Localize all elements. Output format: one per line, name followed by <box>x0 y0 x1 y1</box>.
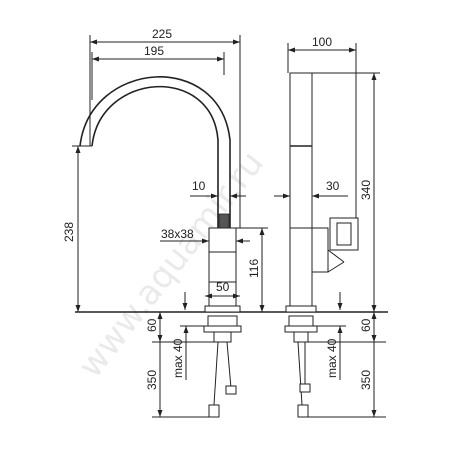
base-flange <box>204 305 241 313</box>
dim-60-left-label: 60 <box>145 318 159 332</box>
hose-fitting-short <box>225 385 237 395</box>
dim-116-label: 116 <box>247 259 261 278</box>
dim-225-label: 225 <box>152 27 172 41</box>
dim-195-label: 195 <box>144 44 164 58</box>
dim-340: 340 <box>312 72 380 312</box>
side-hose-fitting-short <box>299 383 311 393</box>
hose-left <box>213 341 219 406</box>
side-view <box>284 72 359 418</box>
dim-10-label: 10 <box>192 179 206 193</box>
dim-60-right-label: 60 <box>359 318 373 332</box>
dim-116: 116 <box>236 227 268 312</box>
dim-238-label: 238 <box>62 222 76 242</box>
dim-100-label: 100 <box>312 35 332 49</box>
shank-nut <box>207 315 238 327</box>
lever-link-2 <box>327 261 345 273</box>
side-base <box>285 305 317 313</box>
dim-38x38: 38x38 <box>160 227 250 244</box>
side-shank-lower <box>293 331 309 343</box>
dim-30-label: 30 <box>326 179 340 193</box>
lever-handle <box>311 227 329 273</box>
dim-38x38-label: 38x38 <box>161 227 194 241</box>
aerator-nozzle <box>218 213 230 229</box>
side-column <box>289 72 313 309</box>
dim-350-left-label: 350 <box>145 370 159 390</box>
dim-50-label: 50 <box>216 280 230 294</box>
shank-lower <box>213 331 232 343</box>
dim-238: 238 <box>62 145 90 312</box>
front-view <box>79 76 242 418</box>
dim-50: 50 <box>205 280 240 299</box>
hose-right <box>226 341 232 389</box>
side-hose-a <box>297 341 303 406</box>
side-shank-washer <box>284 325 318 333</box>
spout-inner <box>91 85 219 228</box>
dim-under-right: 60 max 40 350 <box>308 311 386 418</box>
side-shank-nut <box>288 315 314 327</box>
dim-30: 30 <box>274 179 348 199</box>
spout-outer <box>79 76 231 228</box>
dim-max40-left-label: max 40 <box>171 338 185 378</box>
lever-knob-inner <box>336 222 352 246</box>
lever-link <box>327 249 345 263</box>
dim-10: 10 <box>190 179 246 199</box>
dim-340-label: 340 <box>359 180 373 200</box>
dim-max40-right-label: max 40 <box>325 338 339 378</box>
dim-350-right-label: 350 <box>359 370 373 390</box>
dim-under-left: 60 max 40 350 <box>145 311 214 418</box>
dim-195: 195 <box>91 44 225 100</box>
side-hose-fitting-long <box>297 404 309 418</box>
shank-washer <box>203 325 242 333</box>
dim-100: 100 <box>287 35 357 218</box>
hose-fitting-long <box>208 404 220 418</box>
